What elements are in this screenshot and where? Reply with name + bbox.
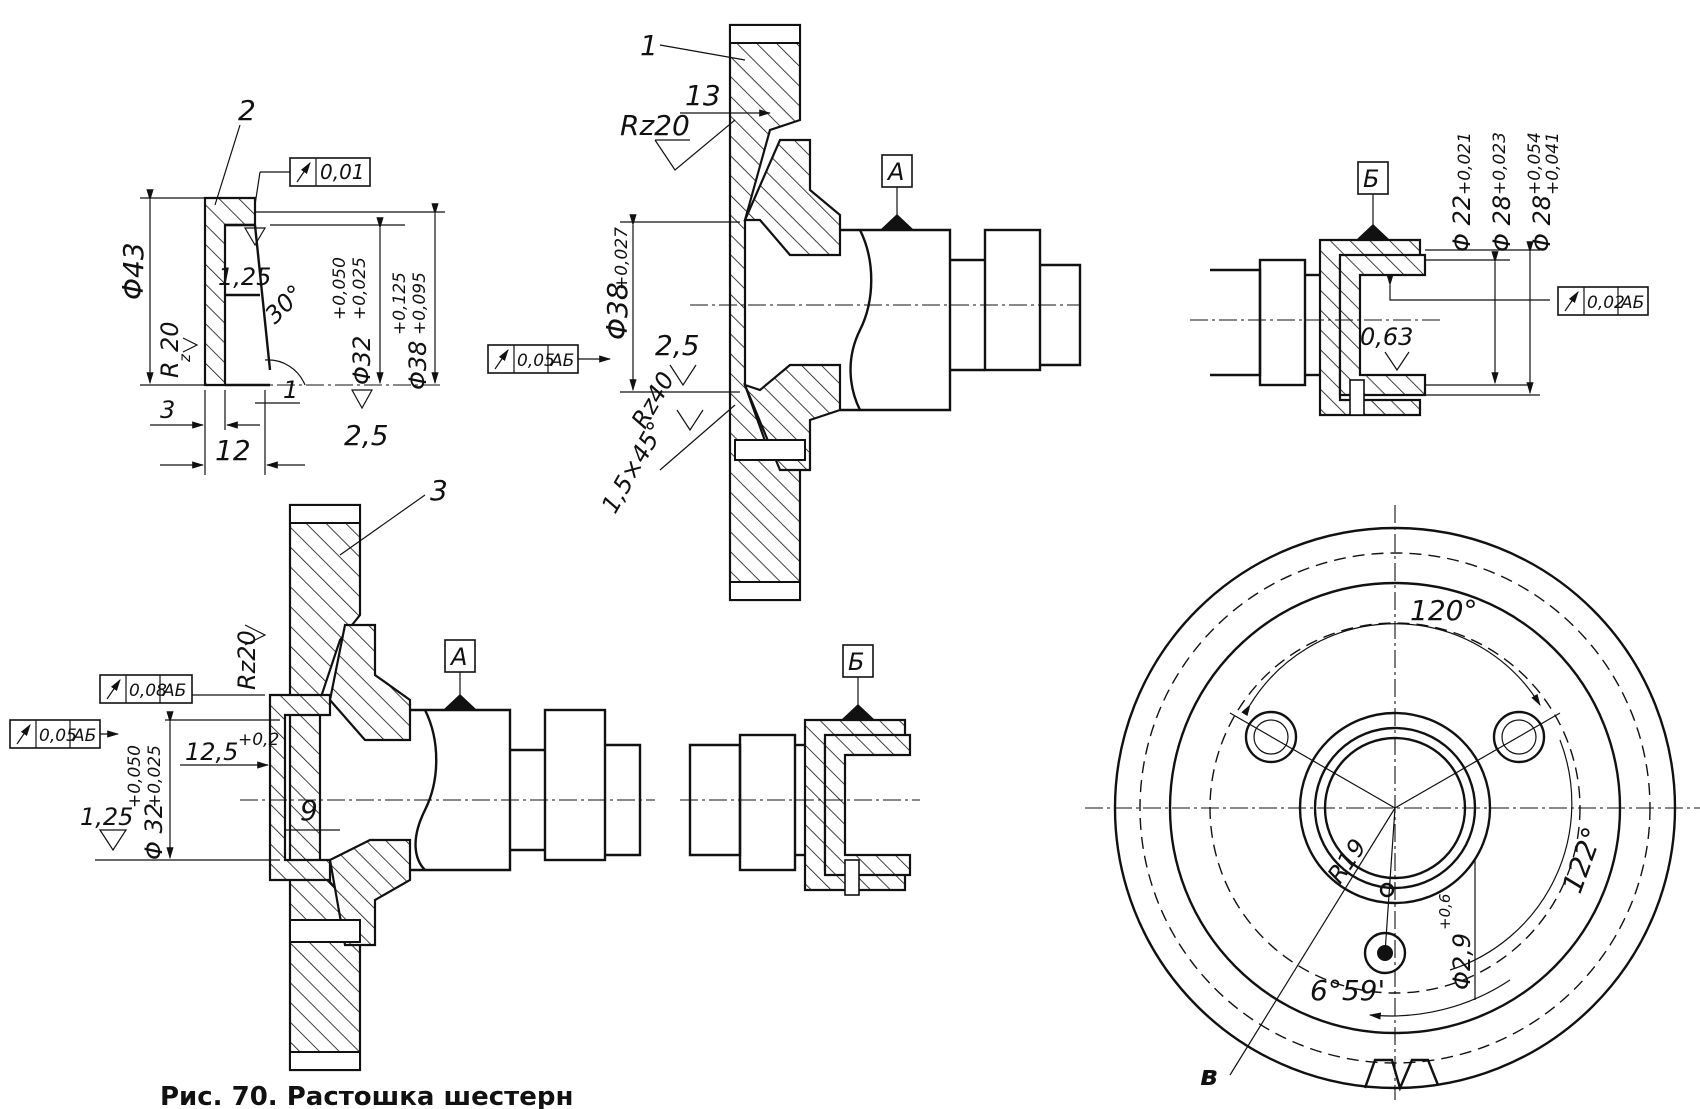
datum-a-bottom-frame <box>444 639 476 673</box>
bushing-seat-tol-lower: +0,095 <box>410 272 430 335</box>
bushing-dim-bore: Φ32 <box>348 336 376 385</box>
bushing-bore-tol-lower: +0,025 <box>350 257 370 320</box>
assembly-dim-125: 12,5 <box>185 738 238 766</box>
assembly-runout1-datums: АБ <box>162 681 186 701</box>
bushing-roughness-rz-value: 20 <box>156 321 184 352</box>
assembly-roughness-rz20: Rz20 <box>233 630 261 690</box>
bushing-roughness-bottom: 2,5 <box>344 419 389 452</box>
circular-angle-659: 6°59' <box>1310 974 1385 1007</box>
datum-a-bottom-label: А <box>449 643 467 671</box>
view-label-v: в <box>1200 1059 1218 1092</box>
shaft-b-dim-28b-tol-lower: +0,041 <box>1543 132 1563 195</box>
datum-b-top-label: Б <box>1363 165 1379 193</box>
part-number-2: 2 <box>238 94 256 127</box>
figure-caption: Рис. 70. Растошка шестерн <box>160 1082 573 1109</box>
assembly-runout1-value: 0,08 <box>129 681 167 701</box>
bushing-detail: Φ43 Φ32 +0,050 +0,025 Φ38 +0,125 +0,095 … <box>117 94 445 475</box>
part-number-3: 3 <box>430 474 448 507</box>
assembly-dim-bore: Φ 32 <box>140 803 168 860</box>
bushing-dim-seat: Φ38 <box>404 341 432 390</box>
top-gear-roughness-25: 2,5 <box>655 329 700 362</box>
bushing-dim-outer: Φ43 <box>117 242 150 300</box>
datum-b-bottom-label: Б <box>848 648 864 676</box>
assembly-bore-tol-lower: +0,025 <box>145 745 165 808</box>
top-gear-runout-value: 0,05 <box>517 351 555 371</box>
assembly-detail: 3 А Rz20 0,08 АБ 0,05 АБ Φ 32 +0,050 +0,… <box>9 474 655 1072</box>
shaft-b-dim-28b: Φ 28 <box>1528 195 1556 252</box>
bushing-tolerance-value: 0,01 <box>320 160 365 184</box>
assembly-runout2-datums: АБ <box>72 726 96 746</box>
shaft-b-dim-28a-tol: +0,023 <box>1490 132 1510 195</box>
bushing-roughness-z: z <box>176 353 194 363</box>
circular-hole-dim: Φ2,9 <box>1448 933 1476 990</box>
assembly-runout2-value: 0,05 <box>39 726 77 746</box>
bushing-roughness-r: R <box>156 361 184 378</box>
datum-a-top-frame <box>881 154 913 188</box>
bushing-dim-3: 3 <box>160 396 175 424</box>
top-gear: А 1 13 Rz20 Φ38 +0,027 0,05 АБ 2,5 Rz40 … <box>487 23 1082 602</box>
shaft-b-dim-28a: Φ 28 <box>1488 195 1516 252</box>
assembly-dim-9: 9 <box>300 794 318 827</box>
top-gear-roughness-rz20: Rz20 <box>620 109 690 142</box>
shaft-b-dim-22: Φ 22 <box>1448 195 1476 252</box>
bushing-seat-tol-upper: +0,125 <box>390 272 410 335</box>
bushing-dim-12: 12 <box>215 434 251 467</box>
top-gear-bore-tol: +0,027 <box>612 227 632 290</box>
assembly-dim-125-tol: +0,2 <box>238 730 279 750</box>
circular-angle-120: 120° <box>1410 594 1477 627</box>
circular-radius: R19 <box>1322 834 1372 889</box>
circular-view: 120° 122° R19 Φ2,9 +0,6 6°59' в <box>1085 505 1700 1100</box>
top-gear-dim-13: 13 <box>685 79 721 112</box>
shaft-b-runout-value: 0,02 <box>1587 293 1625 313</box>
shaft-b-roughness: 0,63 <box>1360 323 1413 351</box>
assembly-bore-tol-upper: +0,050 <box>125 745 145 808</box>
bushing-roughness-inner: 1,25 <box>218 263 271 291</box>
datum-b-top-frame <box>1357 161 1389 195</box>
shaft-b-dim-28b-tol-upper: +0,054 <box>1525 132 1545 195</box>
top-gear-dim-bore: Φ38 <box>601 282 634 340</box>
bushing-chamfer-length: 1 <box>283 376 298 404</box>
part-number-1: 1 <box>640 29 658 62</box>
datum-a-top-label: А <box>886 158 904 186</box>
shaft-b-detail: Б 0,63 Φ 22 +0,021 Φ 28 +0,023 Φ 28 +0,0… <box>1190 132 1649 417</box>
shaft-b-runout-datums: АБ <box>1620 293 1644 313</box>
circular-angle-122: 122° <box>1556 823 1610 898</box>
bushing-bore-tol-upper: +0,050 <box>330 257 350 320</box>
top-gear-chamfer: 1,5×45° <box>596 417 671 518</box>
shaft-b-bottom: Б <box>680 644 920 896</box>
assembly-roughness-125: 1,25 <box>80 803 133 831</box>
circular-hole-tol: +0,6 <box>1436 894 1454 930</box>
top-gear-runout-datums: АБ <box>550 351 574 371</box>
shaft-b-dim-22-tol: +0,021 <box>1455 132 1475 195</box>
